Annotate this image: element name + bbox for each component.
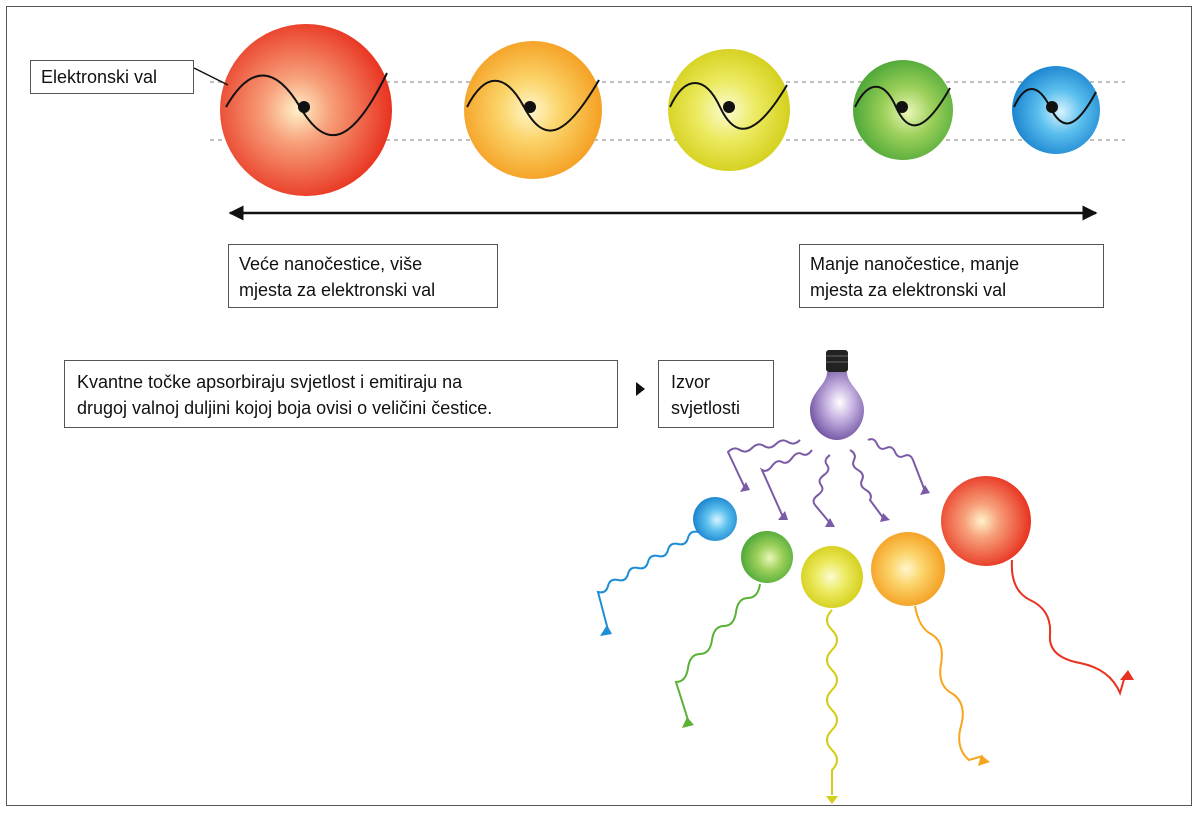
larger-particles-line-2: mjesta za elektronski val (239, 280, 436, 300)
arrowhead-orange (978, 755, 990, 766)
violet-arrowheads (740, 482, 930, 527)
light-source-label: Izvor svjetlosti (658, 360, 774, 428)
emission-wave-yellow (826, 609, 838, 795)
leader-line (193, 67, 229, 86)
arrowhead-red (1120, 670, 1134, 680)
larger-particles-line-1: Veće nanočestice, više (239, 254, 423, 274)
quantum-dots-line-1: Kvantne točke apsorbiraju svjetlost i em… (77, 372, 463, 392)
light-source-line-2: svjetlosti (671, 398, 741, 418)
particle-yellow (801, 546, 863, 608)
electron-wave-label: Elektronski val (30, 60, 194, 94)
arrowhead-blue (600, 625, 612, 636)
emission-wave-blue (596, 530, 699, 631)
light-source-line-1: Izvor (671, 372, 711, 392)
smaller-particles-line-2: mjesta za elektronski val (810, 280, 1007, 300)
emission-wave-red (1010, 559, 1126, 696)
electron-wave-yellow (669, 82, 788, 130)
triangle-pointer-icon (636, 382, 645, 396)
quantum-dots-line-2: drugoj valnoj duljini kojoj boja ovisi o… (77, 398, 493, 418)
dot-green (896, 101, 908, 113)
smaller-particles-line-1: Manje nanočestice, manje (810, 254, 1020, 274)
emission-wave-orange (914, 605, 984, 762)
violet-rays (726, 438, 926, 524)
diagram-frame (6, 6, 1192, 806)
dot-orange (524, 101, 536, 113)
particle-orange (871, 532, 945, 606)
arrowhead-yellow (826, 796, 838, 804)
larger-particles-label: Veće nanočestice, više mjesta za elektro… (228, 244, 498, 308)
dot-red (298, 101, 310, 113)
quantum-dots-label: Kvantne točke apsorbiraju svjetlost i em… (64, 360, 618, 428)
emission-wave-green (674, 583, 761, 721)
light-bulb-icon (810, 350, 864, 440)
arrowhead-green (682, 717, 694, 728)
particle-green (741, 531, 793, 583)
particle-blue (693, 497, 737, 541)
particle-red (941, 476, 1031, 566)
smaller-particles-label: Manje nanočestice, manje mjesta za elekt… (799, 244, 1104, 308)
dot-blue (1046, 101, 1058, 113)
electron-wave-text: Elektronski val (41, 67, 158, 87)
dot-yellow (723, 101, 735, 113)
